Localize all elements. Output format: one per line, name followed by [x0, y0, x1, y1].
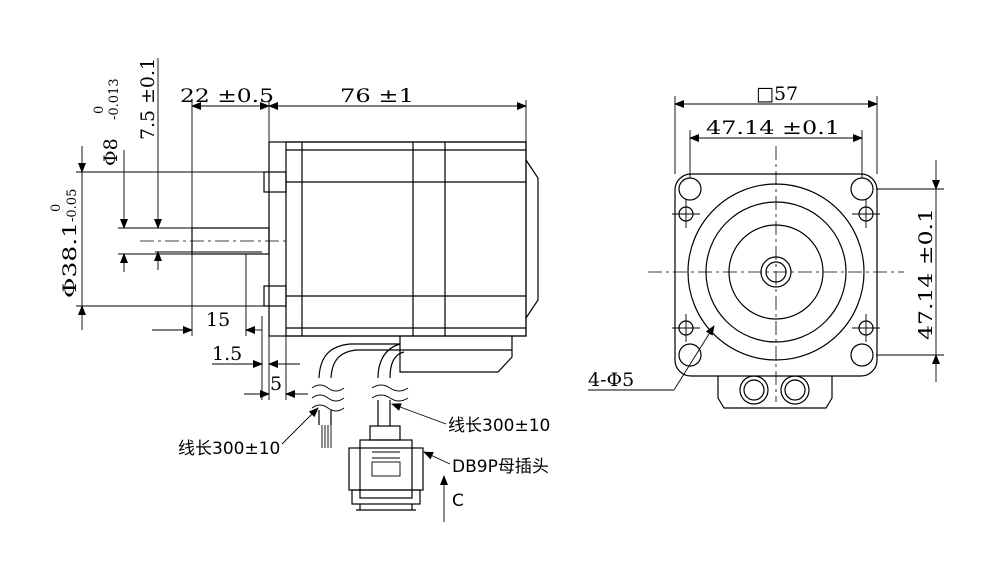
dim-pilot-diameter: Φ38.1 0 -0.05	[49, 146, 264, 330]
dim-holes-label: 4-Φ5	[588, 369, 634, 391]
dim-76-label: 76 ±1	[340, 85, 414, 107]
dim-gap: 5	[244, 336, 308, 400]
dim-flat-depth: 7.5 ±0.1	[137, 58, 162, 270]
dim-hole-spacing-h: 47.14 ±0.1	[689, 117, 863, 178]
cable-right-label: 线长300±10	[448, 416, 550, 436]
cable-outlet-block	[717, 375, 833, 409]
side-view: 22 ±0.5 76 ±1 Φ8 0 -0.013 7.5 ±0.1	[49, 58, 550, 522]
dim-phi8-label: Φ8	[100, 138, 122, 166]
connector-label: DB9P母插头	[452, 457, 549, 477]
dim-5-label: 5	[270, 373, 282, 395]
dim-body-length: 76 ±1	[268, 85, 527, 110]
dim-1-5-label: 1.5	[212, 343, 242, 365]
callout-cable-left: 线长300±10	[178, 407, 319, 459]
front-view: □57 47.14 ±0.1 47.14 ±0.1 4-Φ5	[588, 83, 944, 409]
callout-connector: DB9P母插头	[423, 451, 549, 477]
tol-phi8-lower: -0.013	[107, 78, 122, 120]
motor-face	[648, 146, 904, 402]
motor-cable-left	[311, 343, 400, 448]
tol-phi38-lower: -0.05	[65, 189, 80, 222]
dim-15-label: 15	[206, 309, 230, 331]
dim-phi38-label: Φ38.1	[59, 222, 81, 298]
tol-phi8-upper: 0	[92, 106, 107, 114]
dim-hole-spacing-v: 47.14 ±0.1	[876, 160, 944, 382]
view-marker-c: C	[440, 475, 464, 522]
motor-cable-right	[371, 343, 409, 426]
cable-left-label: 线长300±10	[178, 439, 280, 459]
motor-shaft	[140, 227, 290, 255]
tol-phi38-upper: 0	[49, 204, 64, 212]
view-marker-label: C	[452, 491, 464, 511]
dim-shoulder: 1.5	[212, 316, 300, 400]
db9-connector	[348, 425, 424, 511]
callout-holes: 4-Φ5	[588, 325, 715, 391]
dim-7-5-label: 7.5 ±0.1	[137, 58, 159, 140]
dim-4714-h-label: 47.14 ±0.1	[706, 117, 840, 139]
dim-22-label: 22 ±0.5	[180, 85, 274, 107]
dim-4714-v-label: 47.14 ±0.1	[915, 208, 937, 340]
dim-square-label: □57	[756, 83, 798, 105]
dim-square: □57	[674, 83, 878, 174]
dim-shaft-length: 15	[152, 254, 262, 336]
callout-cable-right: 线长300±10	[391, 403, 550, 436]
motor-body	[263, 141, 539, 373]
